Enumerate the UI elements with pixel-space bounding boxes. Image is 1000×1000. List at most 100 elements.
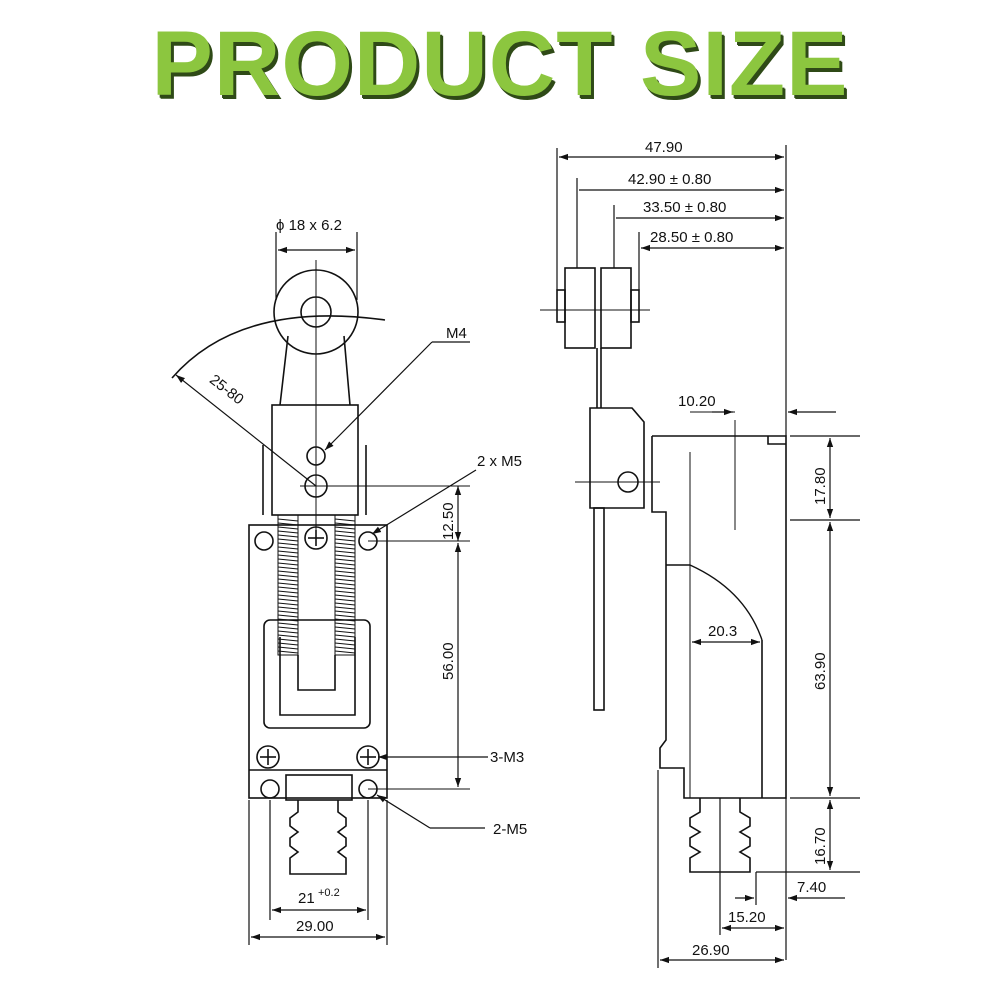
switch-body: [248, 524, 388, 799]
arm-sweep-arc: [171, 315, 386, 379]
label-15-20: 15.20: [728, 909, 766, 926]
spring-coil: [334, 646, 356, 650]
label-10-20: 10.20: [678, 393, 716, 410]
roller-arm: [279, 335, 351, 406]
spring-coil: [334, 570, 356, 574]
spring-coil: [334, 638, 356, 642]
spring-coil: [334, 550, 356, 554]
spring-coil: [277, 554, 299, 558]
label-28-50: 28.50 ± 0.80: [650, 229, 733, 246]
spring-coil: [277, 626, 299, 630]
spring-coil: [334, 582, 356, 586]
spring-coil: [277, 614, 299, 618]
label-63-90: 63.90: [812, 652, 829, 690]
spring-coil: [277, 566, 299, 570]
spring-coil: [334, 594, 356, 598]
spring-coil: [277, 642, 299, 646]
spring-coil: [334, 558, 356, 562]
side-head: [651, 435, 787, 799]
spring-coil: [334, 538, 356, 542]
spring-coil: [277, 550, 299, 554]
spring-coil: [277, 542, 299, 546]
side-dimensions: [556, 145, 860, 968]
spring-coil: [277, 578, 299, 582]
spring-coil: [334, 574, 356, 578]
spring-coil: [277, 602, 299, 606]
spring-coil: [334, 578, 356, 582]
spring-coil: [334, 634, 356, 638]
spring-coil: [334, 566, 356, 570]
spring-coil: [334, 626, 356, 630]
label-26-90: 26.90: [692, 942, 730, 959]
spring-coil: [334, 522, 356, 526]
label-42-90: 42.90 ± 0.80: [628, 171, 711, 188]
spring-coil: [334, 598, 356, 602]
label-arm-range: 25-80: [206, 371, 247, 408]
spring-coil: [277, 590, 299, 594]
label-29-00: 29.00: [296, 918, 334, 935]
spring-coil: [334, 606, 356, 610]
label-2m5-bottom: 2-M5: [493, 821, 527, 838]
spring-coil: [277, 562, 299, 566]
spring-coil: [334, 534, 356, 538]
spring-coil: [277, 630, 299, 634]
spring-coil: [277, 618, 299, 622]
spring-coil: [334, 642, 356, 646]
spring-coil: [277, 582, 299, 586]
label-roller-dim: ϕ 18 x 6.2: [276, 217, 342, 234]
label-7-40: 7.40: [797, 879, 826, 896]
arm-block: [589, 407, 645, 509]
spring-coil: [334, 610, 356, 614]
spring-coil: [277, 598, 299, 602]
spring-coil: [334, 590, 356, 594]
inner-window: [263, 619, 371, 729]
spring-coil: [277, 594, 299, 598]
spring-coil: [277, 610, 299, 614]
spring-coil: [334, 542, 356, 546]
spring-coil: [277, 518, 299, 522]
spring-coil: [334, 530, 356, 534]
label-2xm5-top: 2 x M5: [477, 453, 522, 470]
label-m4: M4: [446, 325, 467, 342]
label-21-tol: +0.2: [318, 887, 340, 899]
spring-coil: [277, 638, 299, 642]
spring-coils: [277, 518, 356, 654]
label-56-00: 56.00: [440, 642, 457, 680]
spring-coil: [277, 546, 299, 550]
actuator-head: [271, 404, 359, 516]
spring-coil: [277, 622, 299, 626]
spring-coil: [334, 546, 356, 550]
side-view: [540, 267, 787, 873]
spring-coil: [277, 558, 299, 562]
spring-coil: [277, 574, 299, 578]
spring-coil: [277, 634, 299, 638]
spring-coil: [334, 518, 356, 522]
spring-coil: [277, 526, 299, 530]
label-3m3: 3-M3: [490, 749, 524, 766]
spring-coil: [277, 534, 299, 538]
spring-coil: [277, 606, 299, 610]
spring-coil: [277, 586, 299, 590]
spring-coil: [334, 602, 356, 606]
front-view: [171, 260, 470, 875]
spring-coil: [277, 646, 299, 650]
spring-coil: [334, 562, 356, 566]
spring-coil: [334, 586, 356, 590]
spring-coil: [334, 554, 356, 558]
front-dimensions: [175, 232, 488, 945]
label-12-50: 12.50: [440, 502, 457, 540]
label-20-3: 20.3: [708, 623, 737, 640]
label-21: 21: [298, 890, 315, 907]
spring-coil: [277, 522, 299, 526]
spring-coil: [277, 650, 299, 654]
roller-outer: [564, 267, 596, 349]
label-33-50: 33.50 ± 0.80: [643, 199, 726, 216]
spring-coil: [277, 530, 299, 534]
spring-coil: [334, 526, 356, 530]
spring-coil: [334, 614, 356, 618]
roller-inner: [600, 267, 632, 349]
label-16-70: 16.70: [812, 827, 829, 865]
spring-coil: [334, 618, 356, 622]
spring-coil: [334, 650, 356, 654]
spring-coil: [334, 630, 356, 634]
